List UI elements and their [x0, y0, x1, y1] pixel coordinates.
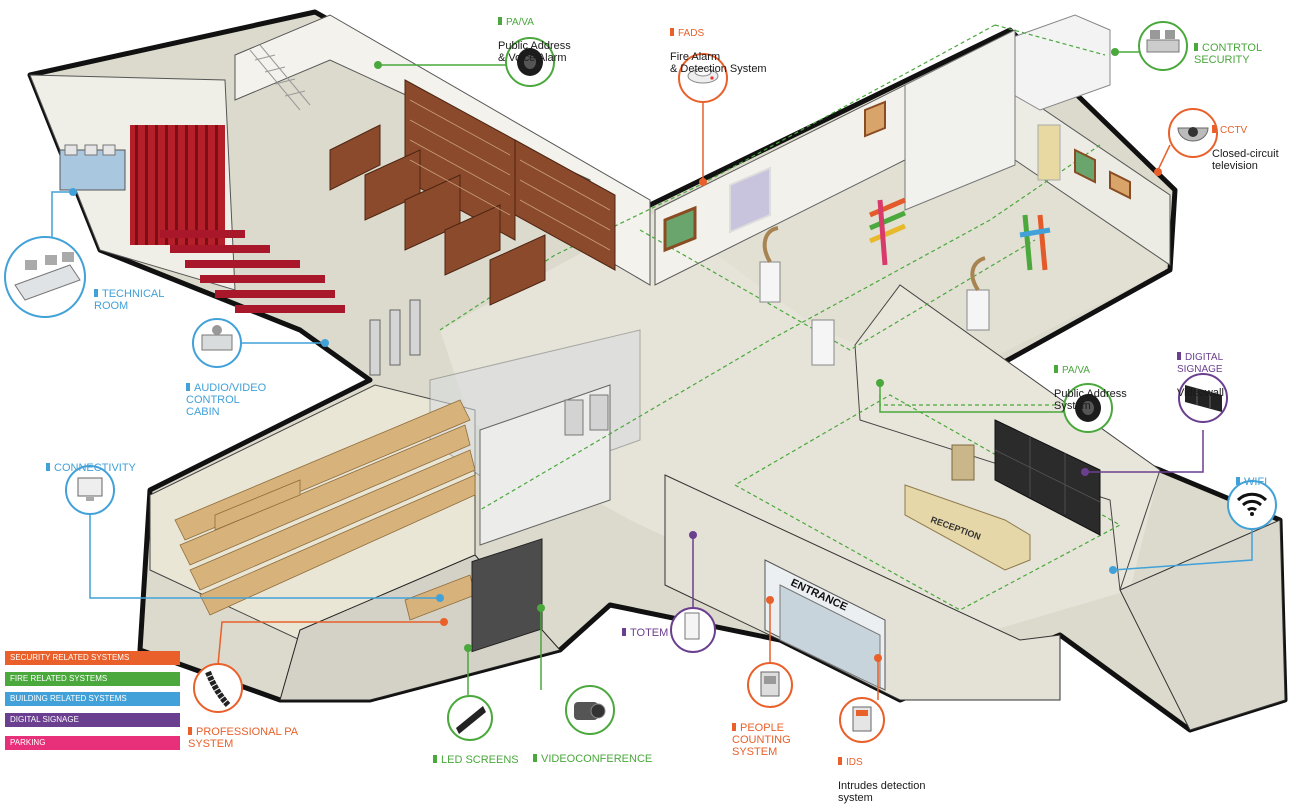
videowall-icon — [1178, 373, 1228, 423]
counter-sensor-icon — [747, 662, 793, 708]
people-counting-label: PEOPLE COUNTING SYSTEM — [732, 710, 791, 758]
library-books — [409, 99, 611, 251]
led-screens-label: LED SCREENS — [433, 742, 519, 766]
camera-icon — [565, 685, 615, 735]
connectivity-label: CONNECTIVITY — [46, 450, 136, 474]
monitor-icon — [65, 465, 115, 515]
ids-desc: Intrudes detection system — [838, 780, 926, 804]
technical-desk-icon — [4, 236, 86, 318]
professional-pa-title: PROFESSIONAL PA SYSTEM — [188, 726, 299, 750]
connectivity-title: CONNECTIVITY — [54, 462, 136, 474]
digital-signage-label: DIGITAL SIGNAGE Videowall — [1177, 339, 1224, 399]
fads-title: FADS — [678, 28, 705, 39]
dome-camera-icon — [1168, 108, 1218, 158]
pava-right-label: PA/VA Public Address System — [1054, 352, 1127, 412]
connector-dots — [69, 48, 1162, 662]
speaker-icon — [505, 37, 555, 87]
cinema — [59, 125, 345, 313]
front-wall-right — [1119, 519, 1286, 731]
control-cabin-icon — [192, 318, 242, 368]
pava-top-title: PA/VA — [506, 17, 534, 28]
videoconference-title: VIDEOCONFERENCE — [541, 753, 653, 765]
legend-building: BUILDING RELATED SYSTEMS — [5, 692, 180, 706]
wifi-title: WIFI — [1244, 476, 1268, 488]
totem-icon — [670, 607, 716, 653]
toilet-partitions — [369, 299, 421, 376]
lecture-desks — [174, 399, 476, 621]
front-wall-entrance — [664, 474, 1061, 701]
legend-security: SECURITY RELATED SYSTEMS — [5, 651, 180, 665]
technical-desk — [59, 149, 126, 191]
av-cabin-title: AUDIO/VIDEO CONTROL CABIN — [186, 382, 267, 418]
control-security-title: CONTRTOL SECURITY — [1194, 42, 1263, 66]
videoconference-label: VIDEOCONFERENCE — [533, 741, 652, 765]
gallery-art — [663, 100, 1131, 366]
reception-area: RECEPTION — [904, 419, 1101, 571]
pava-right-title: PA/VA — [1062, 365, 1090, 376]
pava-top-label: PA/VA Public Address & Voice Alarm — [498, 4, 571, 64]
speaker-icon — [1063, 383, 1113, 433]
control-security-label: CONTRTOL SECURITY — [1194, 30, 1262, 66]
wifi-icon — [1227, 480, 1277, 530]
fads-label: FADS Fire Alarm & Detection System — [670, 15, 767, 75]
cctv-desc: Closed-circuit television — [1212, 148, 1279, 172]
legend-parking: PARKING — [5, 736, 180, 750]
led-screen-icon — [447, 695, 493, 741]
cctv-title: CCTV — [1220, 125, 1248, 136]
av-cabin-label: AUDIO/VIDEO CONTROL CABIN — [186, 370, 266, 418]
stairs-left — [249, 44, 311, 111]
ids-label: IDS Intrudes detection system — [838, 744, 925, 804]
stairs-right — [904, 29, 1016, 211]
connector-lines — [51, 51, 1253, 700]
ids-title: IDS — [846, 757, 863, 768]
digital-signage-title: DIGITAL SIGNAGE — [1177, 352, 1224, 375]
pava-top-desc: Public Address & Voice Alarm — [498, 40, 571, 64]
legend-fire: FIRE RELATED SYSTEMS — [5, 672, 180, 686]
keypad-icon — [839, 697, 885, 743]
digital-signage-desc: Videowall — [1177, 387, 1224, 399]
cinema-seats — [160, 230, 345, 313]
building-cutaway-illustration: RECEPTION ENTRANCE — [4, 9, 1288, 743]
cctv-label: CCTV Closed-circuit television — [1212, 112, 1279, 172]
smoke-detector-icon — [678, 53, 728, 103]
lecture-screen — [471, 538, 543, 653]
fads-desc: Fire Alarm & Detection System — [670, 51, 767, 75]
technical-room-title: TECHNICAL ROOM — [94, 288, 165, 312]
people-counting-title: PEOPLE COUNTING SYSTEM — [732, 722, 791, 758]
totem-title: TOTEM — [630, 627, 669, 639]
control-room — [1004, 14, 1111, 111]
led-screens-title: LED SCREENS — [441, 754, 519, 766]
technical-room-label: TECHNICAL ROOM — [94, 276, 164, 312]
line-array-icon — [193, 663, 243, 713]
wifi-label: WIFI — [1236, 464, 1267, 488]
elevators — [564, 394, 609, 436]
totem-label: TOTEM — [622, 615, 668, 639]
legend-digital-signage: DIGITAL SIGNAGE — [5, 713, 180, 727]
operator-desk-icon — [1138, 21, 1188, 71]
reception-desk — [904, 484, 1031, 571]
professional-pa-label: PROFESSIONAL PA SYSTEM — [188, 714, 298, 750]
cabinet — [951, 444, 975, 481]
pava-right-desc: Public Address System — [1054, 388, 1127, 412]
